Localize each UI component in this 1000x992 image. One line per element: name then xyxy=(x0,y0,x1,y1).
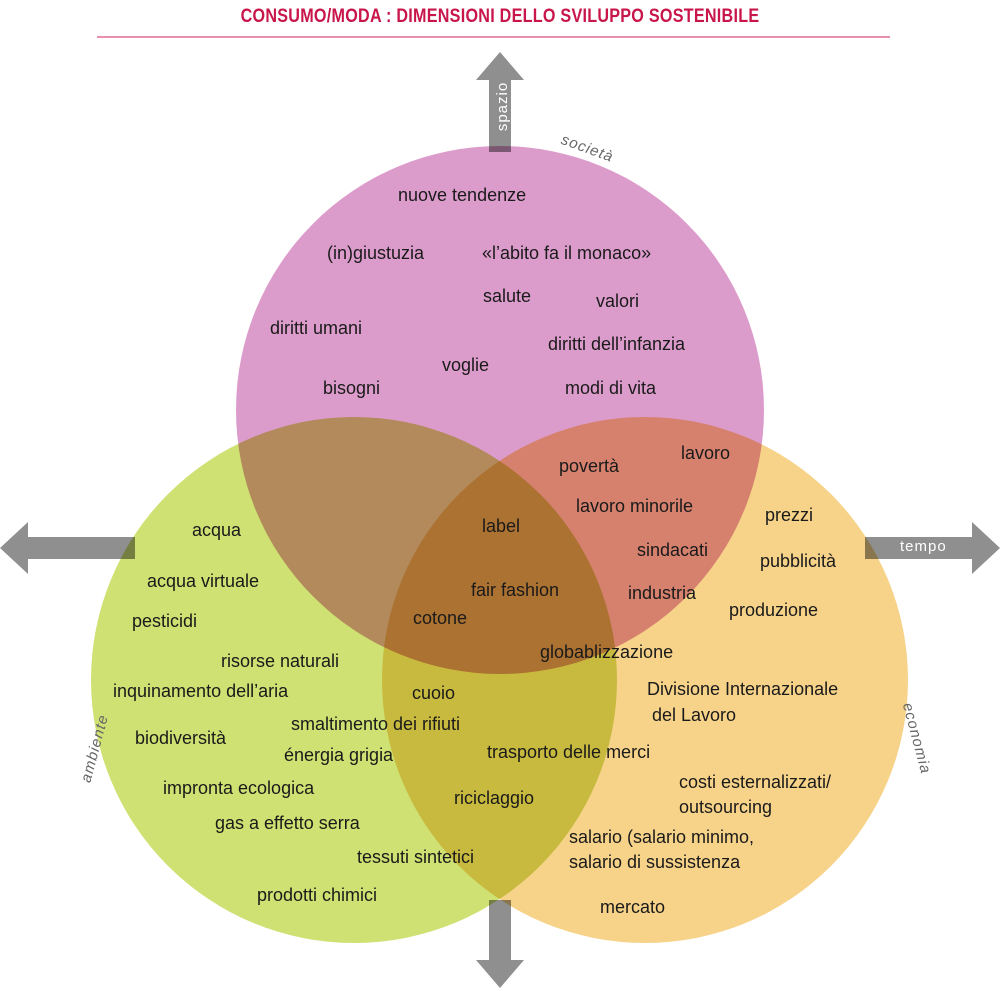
term: mercato xyxy=(600,897,666,917)
term: modi di vita xyxy=(565,378,657,398)
term: nuove tendenze xyxy=(398,185,527,205)
term: lavoro xyxy=(681,443,731,463)
term: inquinamento dell’aria xyxy=(113,681,289,701)
term: tessuti sintetici xyxy=(357,847,475,867)
term: riciclaggio xyxy=(454,788,535,808)
term: acqua xyxy=(192,520,242,540)
term: cotone xyxy=(413,608,468,628)
term: del Lavoro xyxy=(652,705,737,725)
term: povertà xyxy=(559,456,620,476)
term: smaltimento dei rifiuti xyxy=(291,714,461,734)
term: salute xyxy=(483,286,532,306)
term: prodotti chimici xyxy=(257,885,378,905)
axis-label-tempo: tempo xyxy=(900,538,947,555)
term: salario (salario minimo, xyxy=(569,827,755,847)
term: «l’abito fa il monaco» xyxy=(482,243,652,263)
term: risorse naturali xyxy=(221,651,340,671)
term: prezzi xyxy=(765,505,814,525)
term: acqua virtuale xyxy=(147,571,260,591)
term: trasporto delle merci xyxy=(487,742,651,762)
term: salario di sussistenza xyxy=(569,852,741,872)
term: lavoro minorile xyxy=(576,496,694,516)
term: voglie xyxy=(442,355,490,375)
arrow-left xyxy=(0,522,135,574)
term: diritti umani xyxy=(270,318,363,338)
term: impronta ecologica xyxy=(163,778,315,798)
term: gas a effetto serra xyxy=(215,813,360,833)
term: énergia grigia xyxy=(284,745,394,765)
term: globablizzazione xyxy=(540,642,674,662)
title-divider xyxy=(97,36,890,38)
term: industria xyxy=(628,583,697,603)
term: Divisione Internazionale xyxy=(647,679,839,699)
term: fair fashion xyxy=(471,580,560,600)
term: pesticidi xyxy=(132,611,198,631)
term: diritti dell’infanzia xyxy=(548,334,686,354)
arrow-right-tempo xyxy=(865,522,1000,574)
term: (in)giustuzia xyxy=(327,243,425,263)
term: label xyxy=(482,516,521,536)
term: valori xyxy=(596,291,640,311)
term: bisogni xyxy=(323,378,381,398)
term: cuoio xyxy=(412,683,456,703)
term: costi esternalizzati/ xyxy=(679,772,832,792)
axis-label-spazio: spazio xyxy=(494,81,512,132)
arrow-up-spazio xyxy=(476,52,524,152)
arrow-down xyxy=(476,900,524,988)
term: produzione xyxy=(729,600,819,620)
circle-economia xyxy=(382,417,908,943)
diagram-title: CONSUMO/MODA : DIMENSIONI DELLO SVILUPPO… xyxy=(240,6,760,27)
term: outsourcing xyxy=(679,797,773,817)
term: biodiversità xyxy=(135,728,227,748)
term: pubblicità xyxy=(760,551,837,571)
term: sindacati xyxy=(637,540,709,560)
